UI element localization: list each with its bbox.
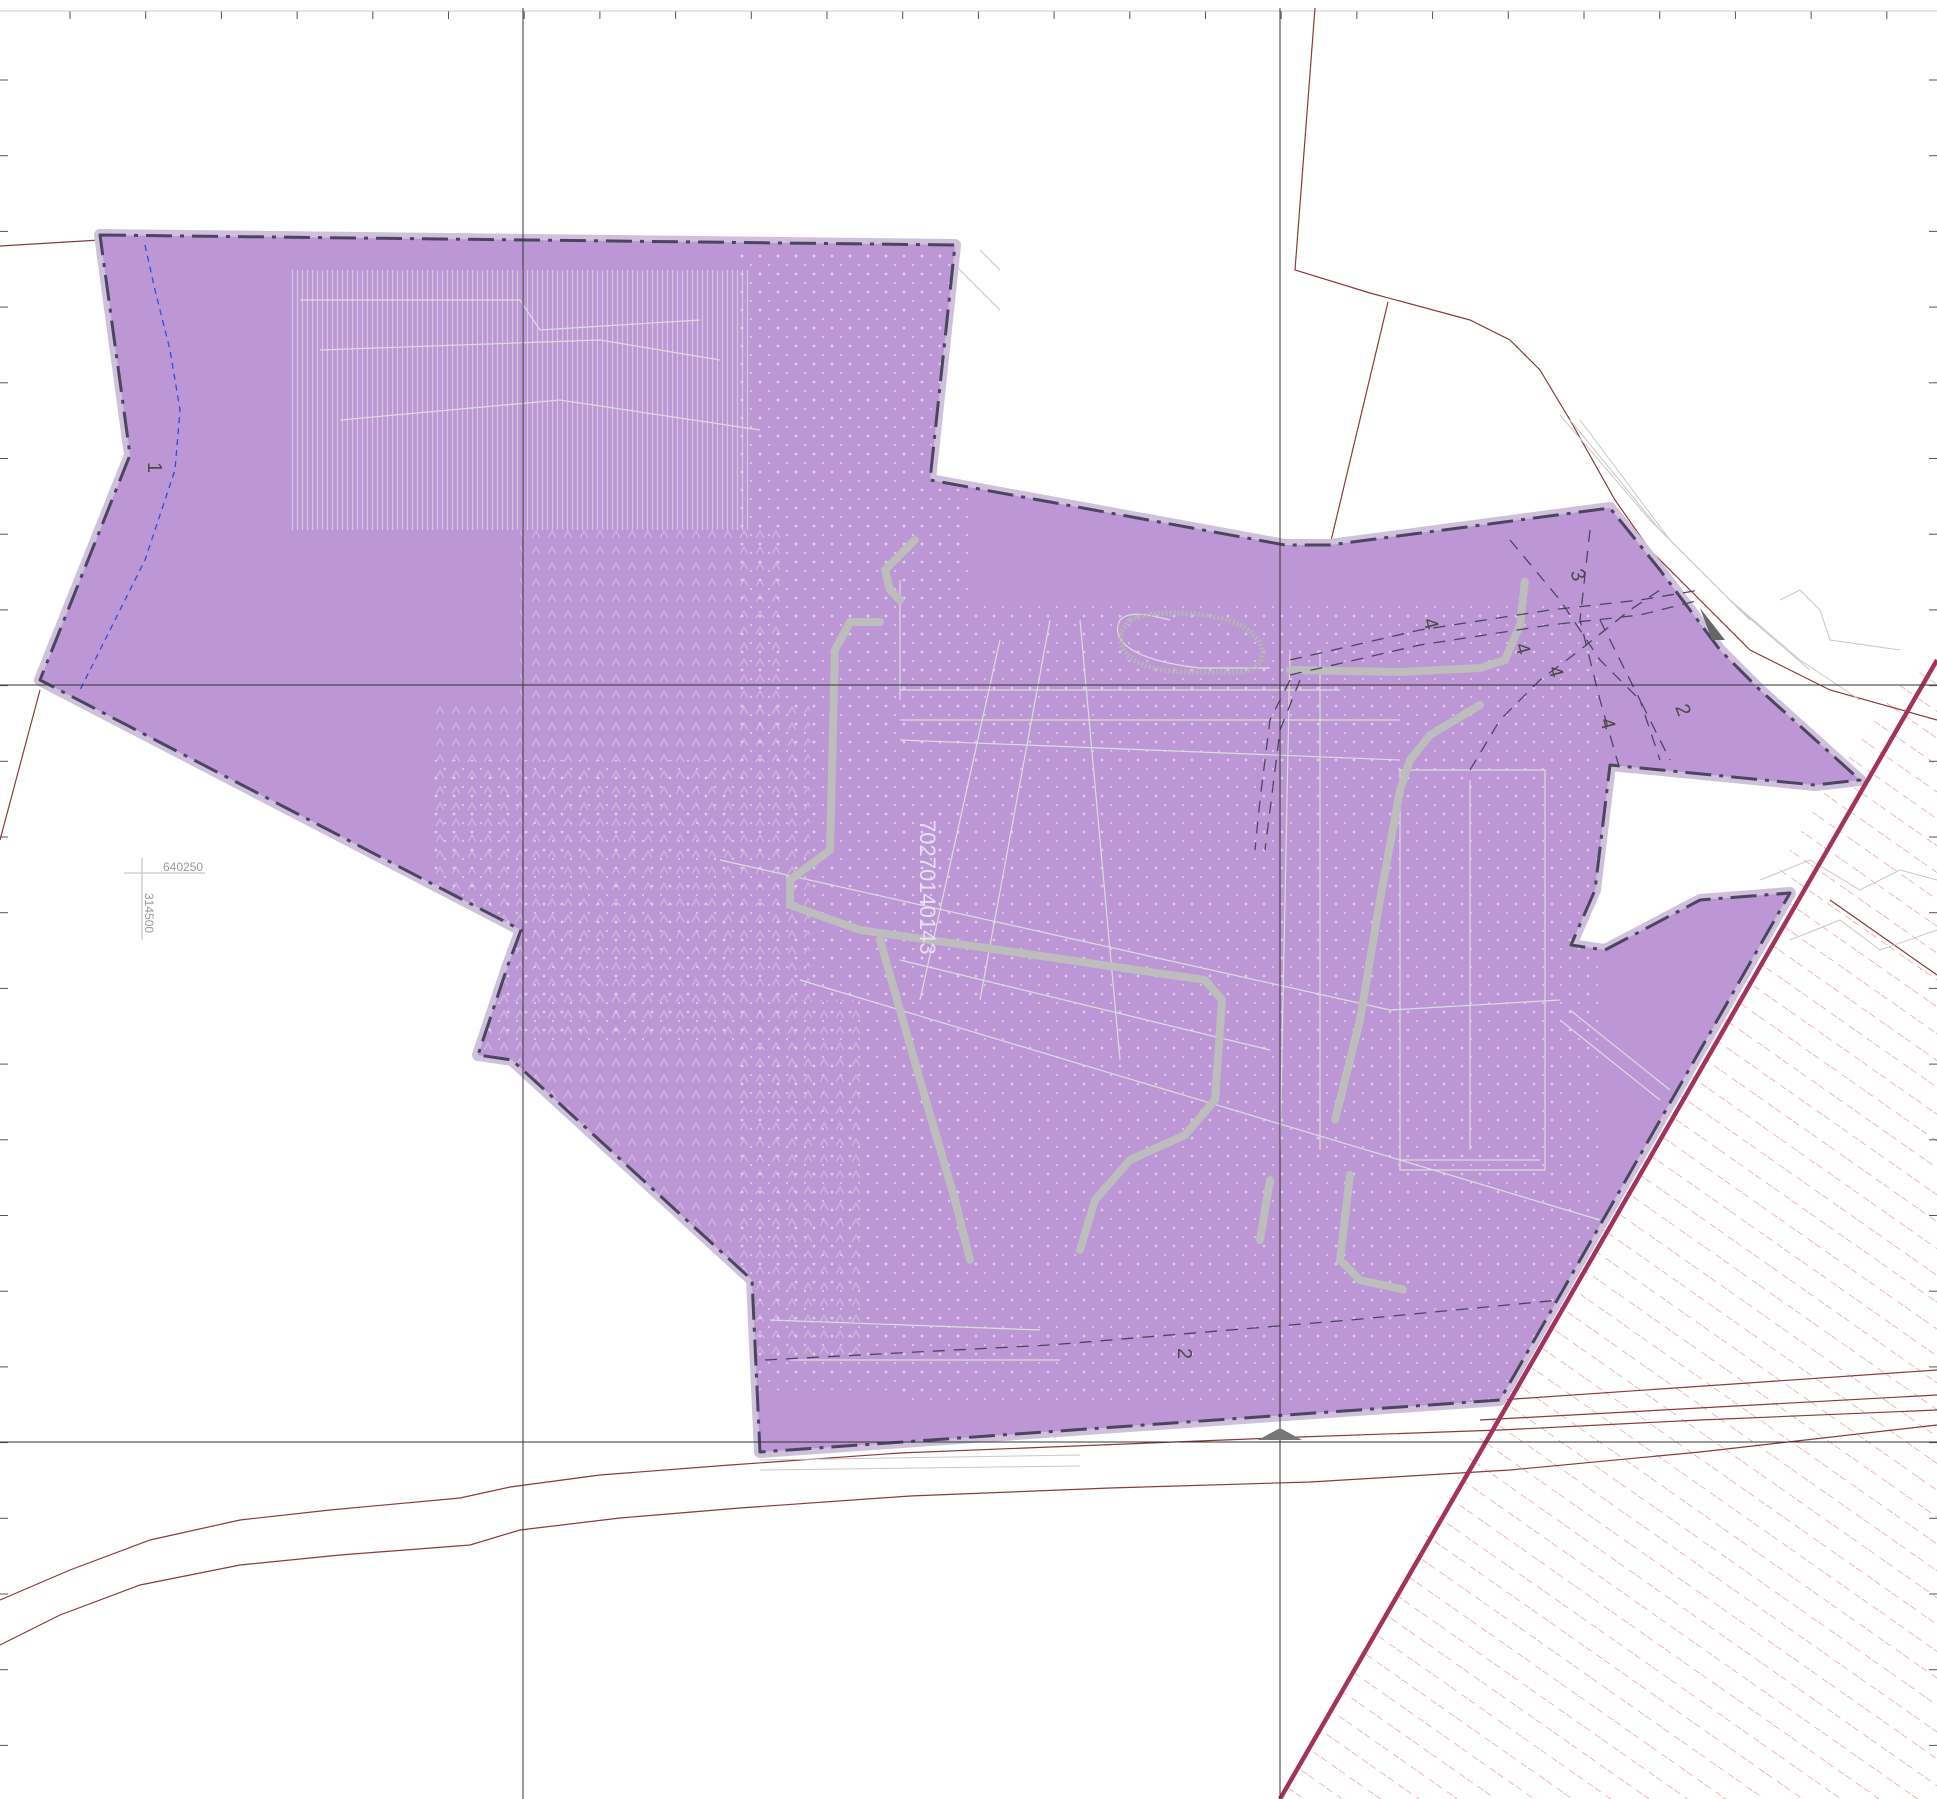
- frame-ticks: [0, 11, 1937, 1746]
- cad-detail-inside: [300, 299, 1671, 1361]
- zone-label: 2: [1173, 1348, 1195, 1359]
- cadastral-number: 70270140143: [915, 820, 940, 955]
- zone-label: 4: [1510, 641, 1534, 657]
- embankments: [786, 536, 1529, 1294]
- zone-label: 4: [1543, 664, 1567, 680]
- grid-coordinate-marker: [124, 858, 205, 940]
- coordinate-grid: [0, 8, 1937, 1799]
- coord-y-label: 314500: [142, 893, 156, 933]
- frontier-line: [1278, 658, 1937, 1799]
- zone-label: 1: [143, 462, 165, 473]
- zone-label: 4: [1595, 716, 1619, 732]
- blue-dashed-line: [79, 244, 181, 691]
- zone-texture: [290, 250, 1600, 1400]
- coord-x-label: 640250: [163, 860, 203, 874]
- cad-detail-outside: [759, 249, 1937, 1471]
- survey-point-icon: [1258, 1428, 1302, 1440]
- zone-label: 4: [1418, 616, 1442, 632]
- north-marker-icon: [1700, 608, 1725, 640]
- zone-boundary: [38, 233, 1862, 1454]
- pond-outline: [1118, 610, 1265, 675]
